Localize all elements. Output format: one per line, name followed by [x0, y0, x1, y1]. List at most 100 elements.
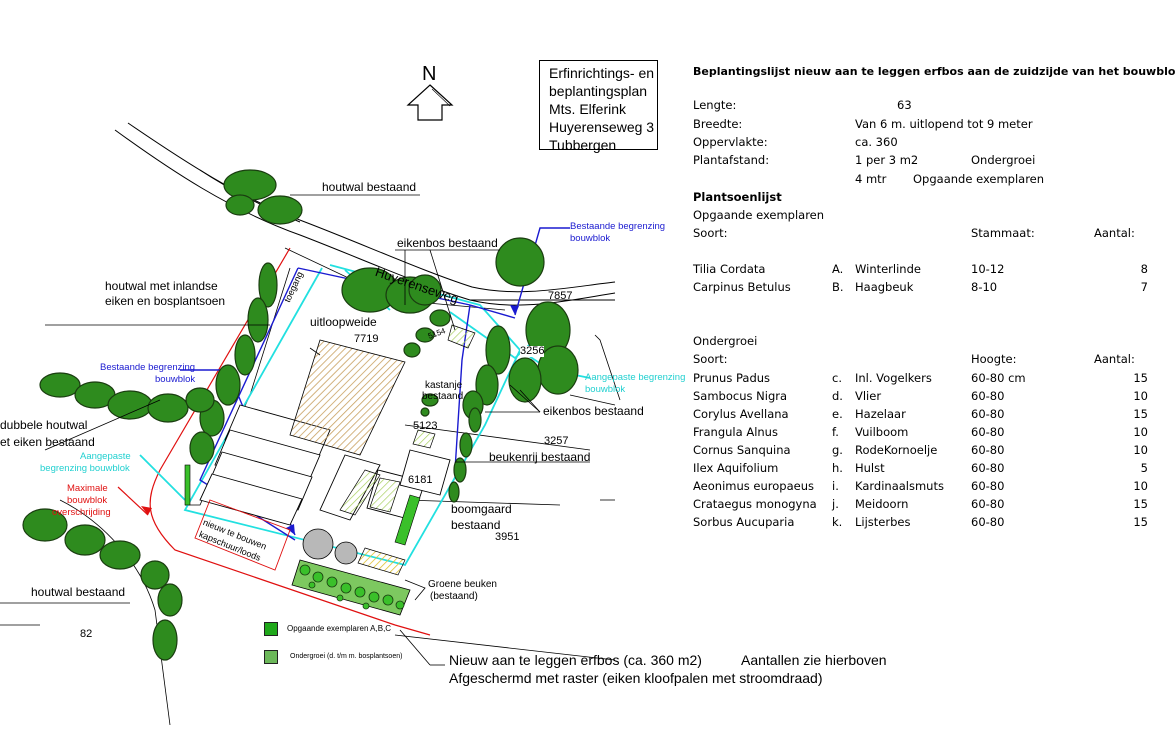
note-raster: Afgeschermd met raster (eiken kloofpalen…	[449, 670, 823, 686]
spec-label: Plantafstand:	[693, 153, 770, 167]
spec-value: 63	[897, 98, 912, 112]
spec-value: Van 6 m. uitlopend tot 9 meter	[855, 117, 1033, 131]
table-cell-aantal: 10	[1133, 425, 1148, 439]
table-cell-soort: Aeonimus europaeus	[693, 479, 814, 493]
table-cell-maat: 8-10	[971, 280, 998, 294]
spec-label: Lengte:	[693, 98, 737, 112]
table-cell-maat: 60-80	[971, 461, 1005, 475]
label-houtwal-inlandse: houtwal met inlandse	[105, 279, 218, 293]
table-cell-code: k.	[832, 515, 843, 529]
green-hatch-3	[447, 324, 476, 349]
table-cell-soort: Sambocus Nigra	[693, 389, 788, 403]
label-boomgaard-2: bestaand	[451, 518, 501, 532]
note-aantallen: Aantallen zie hierboven	[741, 652, 887, 668]
label-82: 82	[80, 628, 93, 640]
label-aangepaste-right: Aangepaste begrenzing	[585, 372, 686, 383]
label-uitloopweide: uitloopweide	[310, 315, 377, 329]
ondergroei-col-maat: Hoogte:	[971, 352, 1017, 366]
table-cell-naam: Hazelaar	[855, 407, 906, 421]
label-dubbele: dubbele houtwal	[0, 418, 88, 432]
table-cell-maat: 60-80	[971, 425, 1005, 439]
table-cell-aantal: 15	[1133, 371, 1148, 385]
title-line: Erfinrichtings- en	[549, 65, 655, 81]
table-cell-maat: 60-80	[971, 407, 1005, 421]
spec-value: 1 per 3 m2	[855, 153, 919, 167]
label-aangepaste-left-2: begrenzing bouwblok	[40, 463, 130, 474]
table-cell-aantal: 5	[1140, 461, 1148, 475]
label-7857: 7857	[548, 290, 573, 302]
legend-opgaande-label: Opgaande exemplaren A,B,C	[287, 624, 392, 633]
label-7719: 7719	[354, 333, 379, 345]
label-bestaande-left: Bestaande begrenzing	[100, 362, 196, 373]
ondergroei-col-soort: Soort:	[693, 352, 728, 366]
table-cell-maat: 60-80	[971, 443, 1005, 457]
label-beukenrij: beukenrij bestaand	[489, 450, 591, 464]
label-kastanje-2: bestaand	[422, 391, 464, 402]
table-cell-naam: Hulst	[855, 461, 885, 475]
legend-ondergroei-swatch	[264, 650, 278, 664]
table-cell-aantal: 15	[1133, 515, 1148, 529]
label-dubbele-2: et eiken bestaand	[0, 435, 95, 449]
table-cell-soort: Sorbus Aucuparia	[693, 515, 795, 529]
silo-1	[302, 528, 334, 560]
label-maximale-3: overschrijding	[52, 507, 111, 518]
label-maximale: Maximale	[67, 483, 108, 494]
table-cell-code: i.	[832, 479, 839, 493]
hedge-left	[184, 464, 191, 506]
table-cell-code: h.	[832, 461, 843, 475]
spec-extra: Ondergroei	[971, 153, 1036, 167]
table-cell-soort: Tilia Cordata	[693, 262, 766, 276]
ondergroei-heading: Ondergroei	[693, 334, 758, 348]
table-cell-soort: Frangula Alnus	[693, 425, 778, 439]
legend-opgaande-swatch	[264, 622, 278, 636]
table-cell-soort: Carpinus Betulus	[693, 280, 791, 294]
title-box: Erfinrichtings- en beplantingsplan Mts. …	[539, 60, 658, 153]
spec-value: 4 mtr	[855, 172, 887, 186]
table-cell-soort: Corylus Avellana	[693, 407, 789, 421]
plantsoen-heading: Plantsoenlijst	[693, 190, 782, 204]
spec-value: ca. 360	[855, 135, 898, 149]
table-cell-code: d.	[832, 389, 843, 403]
label-3257: 3257	[544, 435, 569, 447]
label-houtwal-bottom: houtwal bestaand	[31, 585, 126, 599]
table-cell-aantal: 10	[1133, 479, 1148, 493]
table-cell-soort: Prunus Padus	[693, 371, 771, 385]
new-erfbos-trees	[299, 564, 405, 610]
opgaande-heading: Opgaande exemplaren	[693, 208, 825, 222]
title-line: Huyerenseweg 3	[549, 119, 655, 135]
north-arrow-icon	[406, 84, 454, 121]
table-cell-code: c.	[832, 371, 842, 385]
opgaande-col-soort: Soort:	[693, 226, 728, 240]
table-cell-maat: 60-80	[971, 497, 1005, 511]
table-cell-code: e.	[832, 407, 843, 421]
label-bestaande-right: Bestaande begrenzing	[570, 221, 666, 232]
table-cell-naam: Inl. Vogelkers	[855, 371, 932, 385]
label-boomgaard: boomgaard	[451, 502, 512, 516]
green-hatch-4	[412, 429, 436, 449]
table-cell-code: B.	[832, 280, 844, 294]
tree-belts	[22, 169, 579, 661]
label-houtwal-top: houtwal bestaand	[322, 180, 417, 194]
title-line: beplantingsplan	[549, 83, 648, 99]
label-aangepaste-right-2: bouwblok	[585, 384, 626, 395]
table-cell-aantal: 8	[1140, 262, 1148, 276]
table-cell-naam: Winterlinde	[855, 262, 921, 276]
table-cell-naam: Kardinaalsmuts	[855, 479, 944, 493]
planting-heading: Beplantingslijst nieuw aan te leggen erf…	[693, 65, 1175, 78]
opgaande-col-maat: Stammaat:	[971, 226, 1035, 240]
table-cell-aantal: 15	[1133, 497, 1148, 511]
table-cell-naam: Haagbeuk	[855, 280, 914, 294]
label-houtwal-inlandse-2: eiken en bosplantsoen	[105, 294, 226, 308]
table-cell-code: f.	[832, 425, 839, 439]
table-cell-soort: Crataegus monogyna	[693, 497, 817, 511]
table-cell-maat: 60-80	[971, 515, 1005, 529]
table-cell-code: g.	[832, 443, 843, 457]
green-hatch-2	[369, 477, 401, 513]
title-line: Tubbergen	[549, 137, 617, 153]
label-groene-beuken: Groene beuken	[428, 579, 497, 590]
label-maximale-2: bouwblok	[67, 495, 108, 506]
silo-2	[334, 541, 358, 565]
table-cell-naam: Vuilboom	[855, 425, 909, 439]
table-cell-code: A.	[832, 262, 844, 276]
label-bestaande-right-2: bouwblok	[570, 233, 611, 244]
